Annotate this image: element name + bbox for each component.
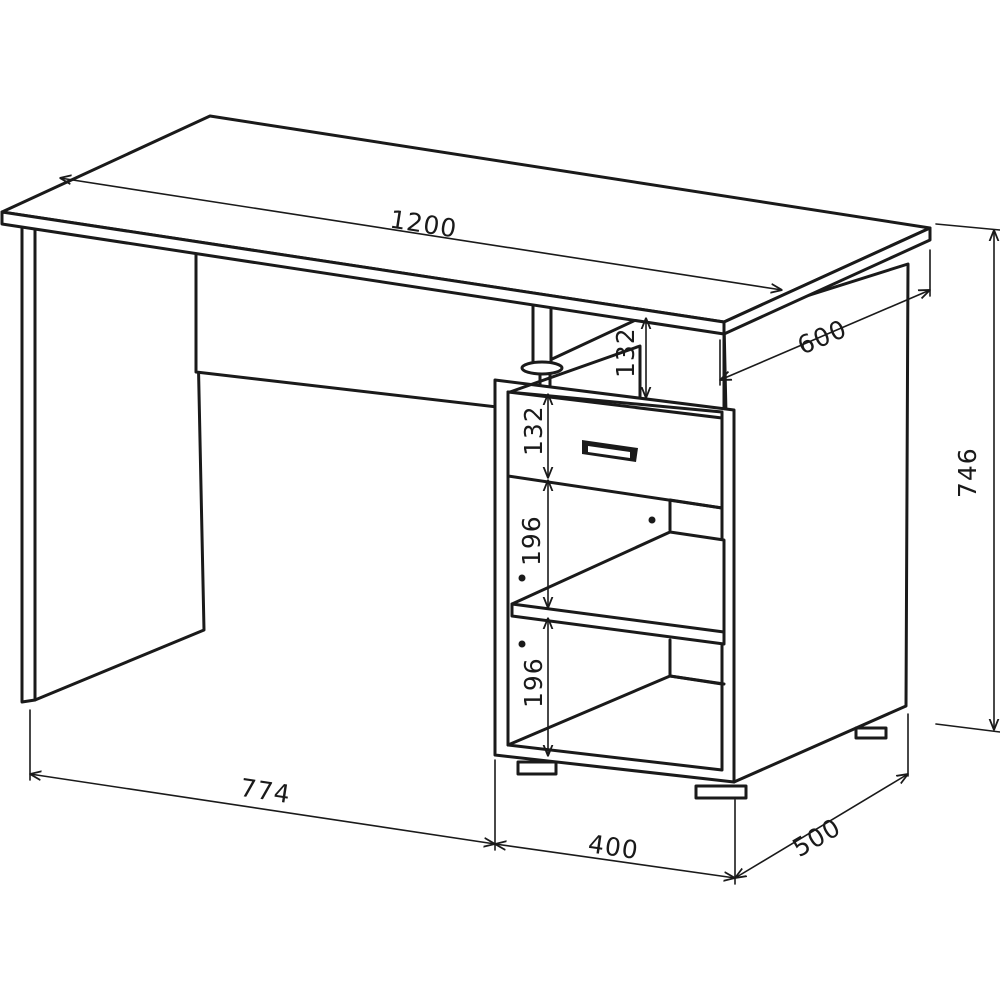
label-drawer-height: 132 (519, 405, 548, 456)
shelf-pin-hole (648, 516, 656, 524)
dimension-lines (30, 178, 1000, 885)
bottom-board (506, 674, 724, 747)
foot-back-right (854, 726, 888, 740)
niche-back-edge (508, 344, 642, 400)
foot-front-right (694, 784, 748, 800)
label-cabinet-width: 400 (586, 829, 640, 865)
left-side-panel-inner (33, 222, 206, 702)
label-cabinet-depth: 500 (788, 812, 846, 862)
compartment-back-upper (668, 498, 724, 542)
label-shelf-gap-upper: 196 (517, 515, 546, 566)
shelf-front-edge (510, 602, 726, 646)
label-height-total: 746 (953, 447, 982, 498)
drawer-handle[interactable] (582, 440, 638, 462)
label-leg-span: 774 (238, 773, 292, 809)
cable-grommet (520, 360, 564, 376)
label-shelf-gap-lower: 196 (519, 657, 548, 708)
shelf-pin-hole (518, 574, 526, 582)
label-niche-height: 132 (611, 327, 640, 378)
cable-post (531, 298, 553, 368)
left-side-panel (20, 222, 37, 704)
desk-body (0, 114, 932, 800)
foot-front-left (516, 760, 558, 776)
shelf-pin-hole (518, 640, 526, 648)
dimension-labels: 1200 600 746 132 132 196 196 774 400 500 (238, 205, 982, 865)
